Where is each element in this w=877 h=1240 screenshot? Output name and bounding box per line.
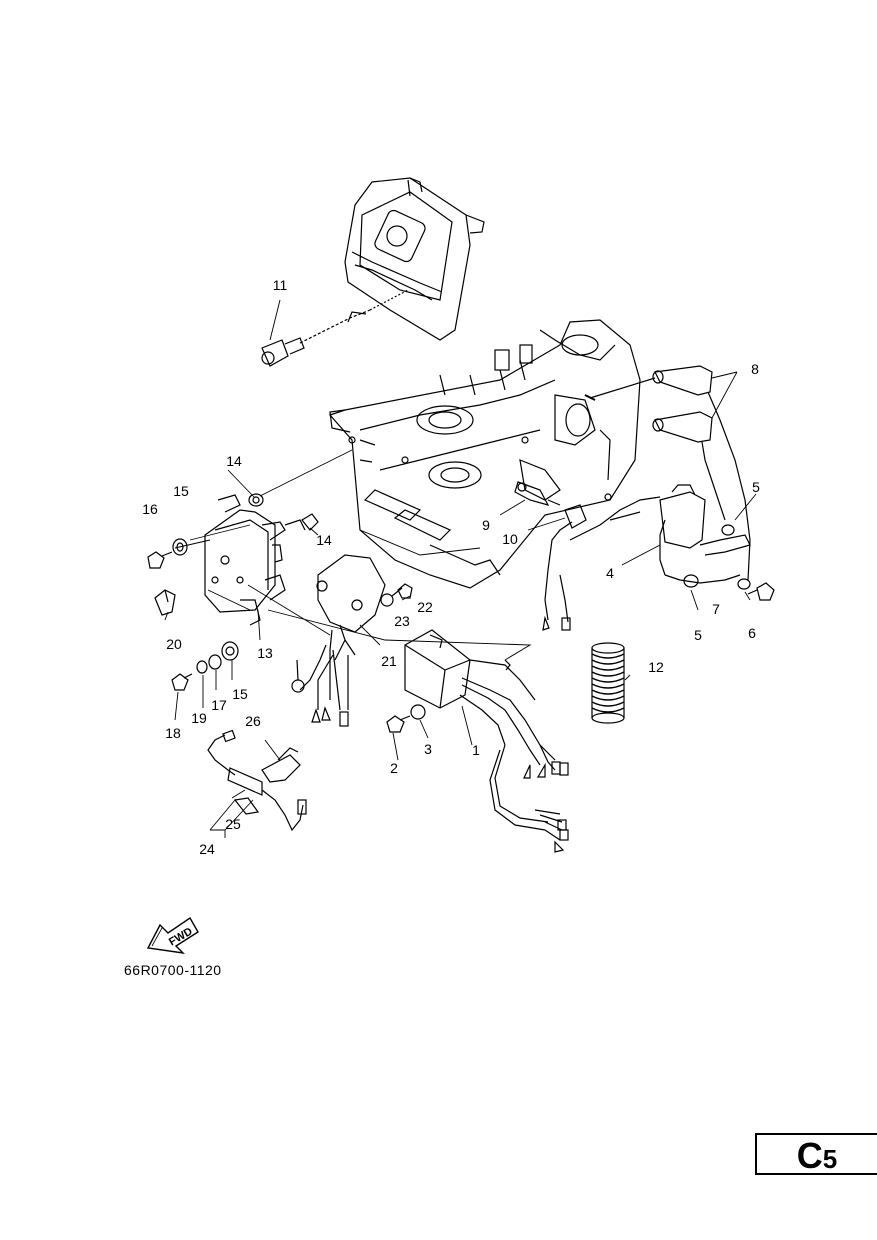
washer-part-3 — [410, 704, 426, 720]
callout-4: 4 — [606, 565, 614, 581]
callout-22: 22 — [417, 599, 433, 615]
bolt-part-2 — [386, 715, 411, 733]
cdi-unit-part-1 — [404, 629, 569, 853]
callout-17: 17 — [211, 697, 227, 713]
spring-part-12 — [591, 642, 625, 724]
callout-26: 26 — [245, 713, 261, 729]
callout-5b: 5 — [694, 627, 702, 643]
clamp-part-20 — [154, 589, 176, 616]
washer-part-23 — [380, 593, 394, 607]
leader-lines — [164, 299, 757, 838]
sensor-part-11 — [261, 289, 409, 367]
bolt-part-22 — [391, 583, 413, 599]
grommet-part-15-lower — [221, 641, 239, 661]
callout-8: 8 — [751, 361, 759, 377]
callout-24: 24 — [199, 841, 215, 857]
grommet-part-15 — [172, 538, 188, 556]
sensor-part-9 — [514, 481, 561, 506]
cover-plate — [344, 177, 485, 341]
grommet-part-14-top — [248, 493, 264, 507]
callout-23: 23 — [394, 613, 410, 629]
callout-21: 21 — [381, 653, 397, 669]
fwd-arrow-icon: FWD — [146, 916, 199, 954]
clip-part-26 — [261, 747, 301, 783]
callout-2: 2 — [390, 760, 398, 776]
callout-13: 13 — [257, 645, 273, 661]
callout-12: 12 — [648, 659, 664, 675]
page-badge: C 5 — [755, 1133, 877, 1175]
callout-14b: 14 — [316, 532, 332, 548]
wire-part-24 — [207, 729, 307, 832]
washer-part-17 — [208, 654, 222, 670]
bolt-part-18 — [171, 673, 193, 691]
callout-3: 3 — [424, 741, 432, 757]
connector-part-10 — [542, 504, 587, 631]
callout-6: 6 — [748, 625, 756, 641]
callout-18: 18 — [165, 725, 181, 741]
callout-1: 1 — [472, 742, 480, 758]
callout-7: 7 — [712, 601, 720, 617]
bolt-part-16 — [147, 551, 173, 569]
page-badge-letter: C — [796, 1135, 823, 1176]
page-badge-number: 5 — [822, 1144, 838, 1174]
bolt-part-6 — [747, 582, 775, 601]
callout-15b: 15 — [232, 686, 248, 702]
fwd-label: FWD — [167, 925, 195, 948]
washer-part-19 — [196, 660, 208, 674]
grommet-part-14-right — [301, 513, 319, 531]
callout-15a: 15 — [173, 483, 189, 499]
callout-5a: 5 — [752, 479, 760, 495]
callout-14a: 14 — [226, 453, 242, 469]
callout-11: 11 — [273, 277, 288, 293]
engine-block — [328, 319, 641, 589]
callout-19: 19 — [191, 710, 207, 726]
callout-16: 16 — [142, 501, 158, 517]
callout-9: 9 — [482, 517, 490, 533]
module-part-21 — [291, 554, 386, 727]
callout-25: 25 — [225, 816, 241, 832]
ignition-coil-part-4 — [569, 484, 751, 588]
drawing-code: 66R0700-1120 — [124, 962, 222, 978]
washer-part-7 — [737, 578, 751, 590]
collar-part-25 — [233, 797, 260, 815]
bracket-part-13 — [204, 494, 306, 626]
plug-caps-part-8 — [584, 365, 751, 581]
callout-20: 20 — [166, 636, 182, 652]
callout-10: 10 — [502, 531, 518, 547]
